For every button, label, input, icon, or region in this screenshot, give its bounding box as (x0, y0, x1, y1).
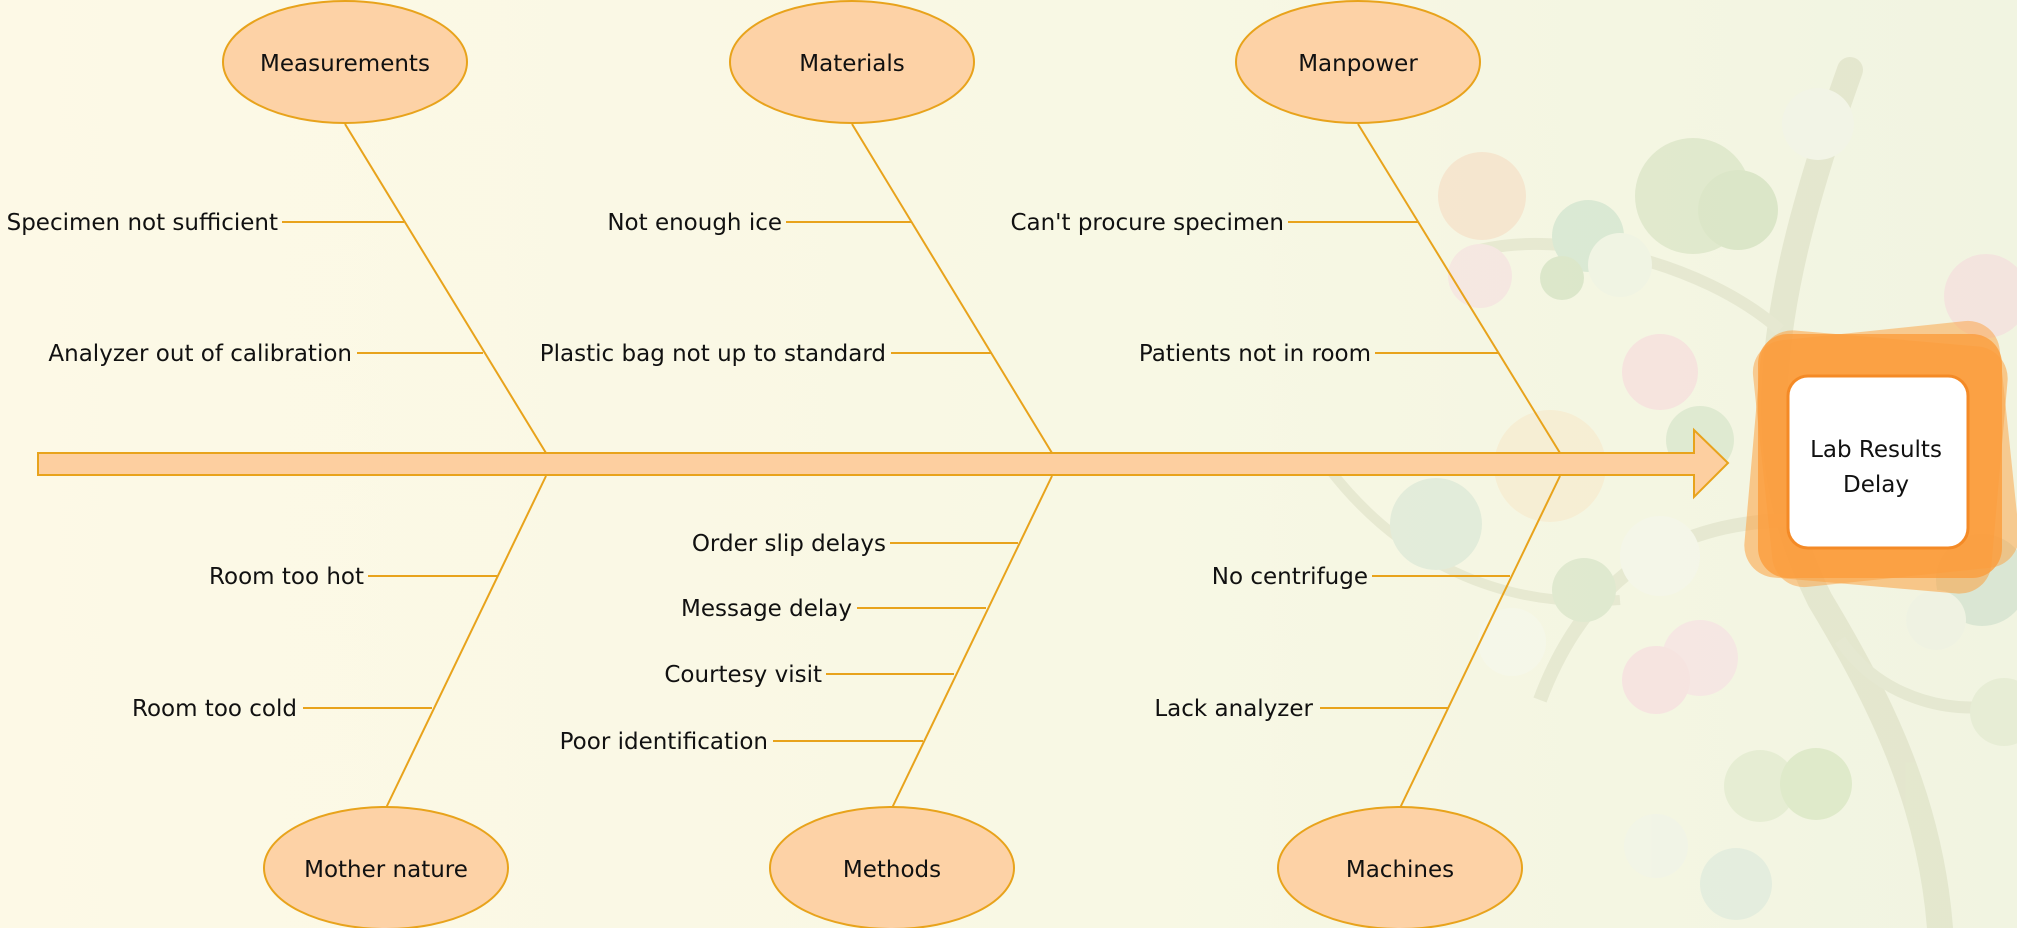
bone-measurements (344, 123, 547, 454)
category-machines: Machines (1277, 806, 1523, 928)
bone-mother-nature (385, 475, 547, 809)
cause-label: Can't procure specimen (1010, 210, 1284, 236)
cause-label: Courtesy visit (664, 662, 822, 688)
category-methods: Methods (769, 806, 1015, 928)
cause-label: Order slip delays (692, 531, 886, 557)
bone-machines (1399, 475, 1561, 809)
bone-methods (891, 475, 1053, 809)
category-mother-nature: Mother nature (263, 806, 509, 928)
category-label: Materials (799, 51, 904, 77)
cause-label: Patients not in room (1139, 341, 1371, 367)
category-measurements: Measurements (222, 0, 468, 124)
cause-label: Message delay (681, 596, 852, 622)
category-label: Methods (843, 857, 941, 883)
effect-label-line2: Delay (1843, 472, 1909, 498)
cause-label: Plastic bag not up to standard (540, 341, 886, 367)
cause-label: Specimen not sufficient (7, 210, 278, 236)
category-manpower: Manpower (1235, 0, 1481, 124)
cause-label: Poor identification (560, 729, 768, 755)
category-label: Machines (1346, 857, 1454, 883)
category-label: Manpower (1298, 51, 1418, 77)
bone-manpower (1357, 123, 1561, 454)
category-materials: Materials (729, 0, 975, 124)
category-label: Mother nature (304, 857, 468, 883)
cause-label: No centrifuge (1212, 564, 1368, 590)
cause-label: Lack analyzer (1154, 696, 1313, 722)
effect-label-line1: Lab Results (1810, 437, 1942, 463)
cause-label: Analyzer out of calibration (48, 341, 352, 367)
effect-box: Lab Results Delay (1744, 320, 2017, 594)
category-label: Measurements (260, 51, 430, 77)
cause-label: Not enough ice (607, 210, 782, 236)
cause-label: Room too hot (209, 564, 364, 590)
cause-label: Room too cold (132, 696, 297, 722)
spine-arrow (37, 427, 1730, 500)
bone-materials (851, 123, 1053, 454)
